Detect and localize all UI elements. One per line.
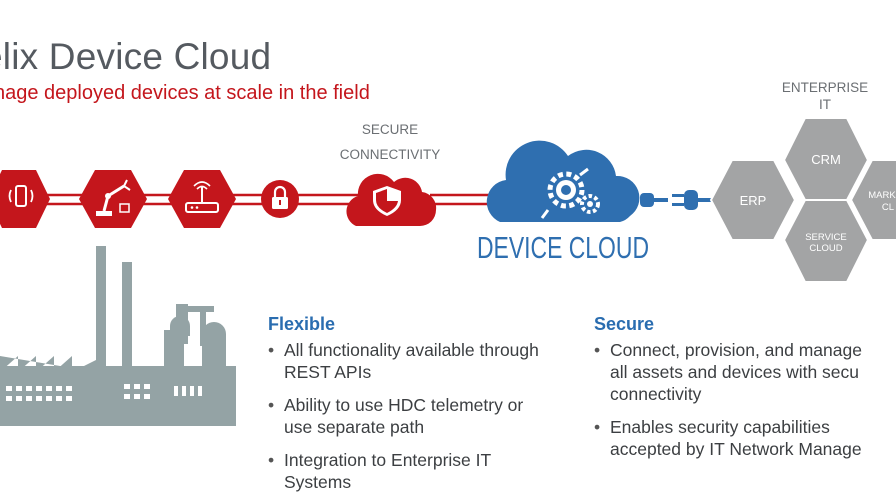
factory-icon bbox=[0, 246, 236, 426]
secure-connectivity-caption-2: CONNECTIVITY bbox=[339, 147, 441, 162]
router-icon bbox=[168, 170, 236, 228]
page-subtitle: nage deployed devices at scale in the fi… bbox=[0, 82, 370, 104]
list-item-line: connectivity bbox=[610, 384, 702, 404]
hex-marketing-label-1: MARK bbox=[868, 190, 896, 201]
hex-service-label-2: CLOUD bbox=[809, 243, 842, 254]
list-item-line: Connect, provision, and manage bbox=[610, 340, 862, 360]
lock-icon bbox=[261, 180, 299, 218]
device-icon bbox=[0, 170, 50, 228]
list-item-line: REST APIs bbox=[284, 362, 372, 382]
hex-crm-label: CRM bbox=[811, 152, 841, 167]
enterprise-hex-cluster: ERP CRM SERVICE CLOUD MARK CL bbox=[709, 117, 896, 283]
plug-icon bbox=[640, 190, 712, 210]
robot-arm-icon bbox=[79, 170, 147, 228]
list-item: Integration to Enterprise IT Systems bbox=[268, 449, 539, 493]
list-item-line: Enables security capabilities bbox=[610, 417, 830, 437]
list-item-line: Ability to use HDC telemetry or bbox=[284, 395, 524, 415]
list-item-line: All functionality available through bbox=[284, 340, 539, 360]
gear-icon bbox=[540, 167, 600, 219]
shield-icon bbox=[346, 173, 437, 226]
secure-heading: Secure bbox=[594, 314, 655, 334]
hex-service-label-1: SERVICE bbox=[805, 232, 847, 243]
flexible-heading: Flexible bbox=[268, 314, 336, 334]
list-item: All functionality available through REST… bbox=[268, 339, 539, 383]
page-title: elix Device Cloud bbox=[0, 36, 272, 77]
list-item: Ability to use HDC telemetry or use sepa… bbox=[268, 394, 539, 438]
list-item-line: Systems bbox=[284, 472, 352, 492]
list-item-line: Integration to Enterprise IT bbox=[284, 450, 492, 470]
flexible-list: All functionality available through REST… bbox=[268, 339, 539, 504]
hex-erp-label: ERP bbox=[740, 193, 767, 208]
list-item: Connect, provision, and manage all asset… bbox=[594, 339, 862, 405]
factory-windows bbox=[6, 384, 202, 401]
device-cloud bbox=[486, 140, 640, 222]
secure-list: Connect, provision, and manage all asset… bbox=[594, 339, 862, 471]
list-item-line: use separate path bbox=[284, 417, 425, 437]
list-item: Enables security capabilities accepted b… bbox=[594, 416, 862, 460]
enterprise-it-caption: ENTERPRISE bbox=[781, 80, 869, 95]
device-cloud-label: DEVICE CLOUD bbox=[477, 230, 649, 265]
list-item-line: all assets and devices with secu bbox=[610, 362, 860, 382]
list-item-line: accepted by IT Network Manage bbox=[610, 439, 862, 459]
secure-connectivity-caption: SECURE bbox=[361, 122, 419, 137]
hex-marketing-label-2: CL bbox=[882, 202, 894, 213]
enterprise-it-caption-2: IT bbox=[819, 97, 831, 112]
